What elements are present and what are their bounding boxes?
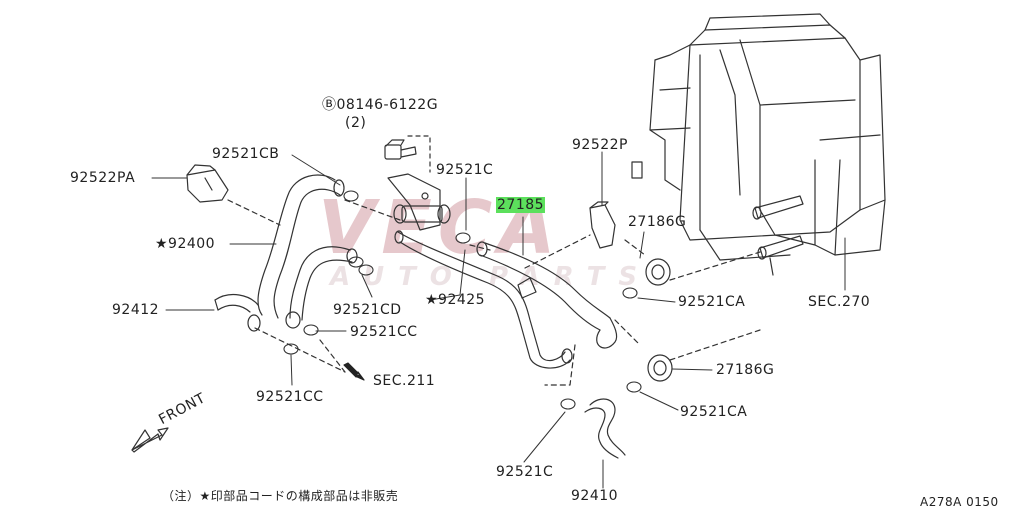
seal-27186G-bottom: [647, 354, 673, 382]
label-92425: ★92425: [425, 292, 486, 308]
seal-27186G-top: [645, 258, 671, 286]
label-92521C-bottom: 92521C: [496, 464, 554, 480]
label-92521CB: 92521CB: [212, 146, 280, 162]
diagram-code: A278A 0150: [920, 495, 999, 509]
label-27185: 27185: [496, 197, 546, 213]
label-92521C-top: 92521C: [436, 162, 494, 178]
heater-pipes: [752, 195, 804, 276]
leader-bolt: [407, 135, 431, 173]
front-arrow-head: [131, 429, 151, 451]
hose-92425: [394, 230, 573, 369]
hose-27185: [476, 241, 618, 349]
label-92521CA-top: 92521CA: [678, 294, 746, 310]
label-92521CC-bottom: 92521CC: [256, 389, 324, 405]
bolt-assembly: [384, 139, 417, 160]
label-27186G-bottom: 27186G: [716, 362, 775, 378]
hose-92412: [214, 293, 261, 332]
watermark-subtext: AUTO PARTS: [330, 262, 652, 292]
grommet-92522P: [589, 201, 616, 249]
label-92522P: 92522P: [572, 137, 628, 153]
label-bolt-code: Ⓑ08146-6122G: [322, 97, 439, 113]
sec211-arrow: [343, 362, 365, 381]
footnote-not-for-sale: （注）★印部品コードの構成部品は非販売: [162, 489, 399, 503]
label-sec211: SEC.211: [373, 373, 436, 389]
label-92400: ★92400: [155, 236, 216, 252]
label-92522PA: 92522PA: [70, 170, 136, 186]
label-92521CA-bottom: 92521CA: [680, 404, 748, 420]
grommet-92522PA: [186, 164, 229, 203]
water-valve: [387, 173, 451, 231]
label-92412: 92412: [112, 302, 160, 318]
front-arrow: [131, 427, 169, 453]
label-27186G-top: 27186G: [628, 214, 687, 230]
hose-92410: [584, 398, 626, 459]
assembly-dash-lines: [227, 199, 761, 386]
label-92410: 92410: [571, 488, 619, 504]
label-92521CC-right: 92521CC: [350, 324, 418, 340]
label-bolt-qty: (2): [345, 115, 367, 131]
hose-92400: [257, 174, 358, 329]
leader-lines: [151, 151, 846, 489]
label-sec270: SEC.270: [808, 294, 871, 310]
label-92521CD: 92521CD: [333, 302, 402, 318]
